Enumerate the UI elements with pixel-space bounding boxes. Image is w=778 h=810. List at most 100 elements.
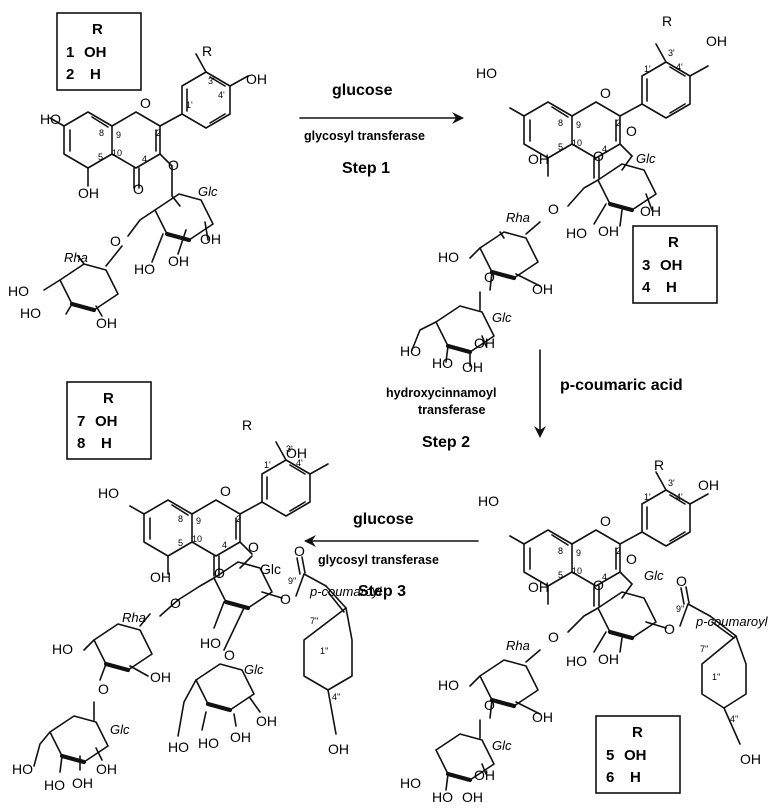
c5-ring-o: O [600,513,611,529]
c1-rha: Rha [64,250,88,265]
table-2-row2-id: 4 [642,279,651,296]
table-3-row2-id: 6 [606,769,614,786]
c7-glc-inner-ho1: HO [198,735,219,751]
c3-pos5: 5 [558,142,563,152]
c1-3-o: O [168,157,179,173]
c7-glc: Glc [260,561,281,577]
table-3-row1-r: OH [624,747,647,764]
c7-3-o: O [248,539,259,555]
c5-pos1pp: 1'' [712,672,721,682]
c7-rha: Rha [122,610,146,625]
c3-pos4: 4 [602,144,607,154]
table-3-row2-r: H [630,769,641,786]
c7-glc-inner-oh1: OH [256,713,277,729]
c3-ring-o: O [600,85,611,101]
c1-glc: Glc [198,184,218,199]
c1-pos10: 10 [112,148,122,158]
c1-rha-ho2: HO [20,305,41,321]
c1-7-ho: HO [40,111,61,127]
c1-glc-ho: HO [134,261,155,277]
c5-3-o: O [626,551,637,567]
c3-3-o: O [626,123,637,139]
c3-glc: Glc [636,151,656,166]
c1-rha-ho: HO [8,283,29,299]
c5-pos7pp: 7'' [700,644,709,654]
c3-r: R [662,13,672,29]
c1-glc-oh1: OH [200,231,221,247]
compound-5-6 [436,471,747,794]
c5-pos4pp: 4'' [730,714,739,724]
c1-ring-o: O [140,95,151,111]
c5-pos4: 4 [602,572,607,582]
table-2-header: R [668,234,679,251]
table-1-row2-id: 2 [66,66,74,83]
c5-coum-oh: OH [740,751,761,767]
c5-glc2: Glc [492,738,512,753]
step2-enzyme-line2: transferase [418,403,485,417]
c7-pos4: 4 [222,540,227,550]
c7-pos9: 9 [196,516,201,526]
c7-pos4pp: 4'' [332,692,341,702]
c3-carbonyl-o: O [593,148,604,164]
c1-r: R [202,43,212,59]
c5-glc-oh2: OH [598,651,619,667]
c7-rha-oh: OH [150,669,171,685]
c7-pos1pp: 1'' [320,646,329,656]
c1-pos2: 2 [156,128,161,138]
table-2-row1-id: 3 [642,257,650,274]
compound-3-4 [411,43,718,367]
c7-glc2-oh1: OH [96,761,117,777]
r-table-5-6 [595,715,681,794]
c3-rha-oh: OH [532,281,553,297]
c7-pos8: 8 [178,514,183,524]
c3-glc2-oh2: OH [462,359,483,375]
c7-ester-o: O [280,591,291,607]
c5-r: R [654,457,664,473]
c3-rha-o: O [484,269,495,285]
c7-pos3p: 3' [286,444,293,454]
c5-rha-o: O [484,697,495,713]
step1-reagent: glucose [332,82,393,99]
table-2-row2-r: H [666,279,677,296]
c5-ester-o: O [664,621,675,637]
c1-pos1p: 1' [186,100,193,110]
c3-pos8: 8 [558,118,563,128]
c7-carbonyl2-o: O [294,543,305,559]
c1-rha-oh: OH [96,315,117,331]
c5-carbonyl2-o: O [676,573,687,589]
c3-5-oh: OH [528,151,549,167]
c1-pos5: 5 [98,152,103,162]
c7-coumaroyl: p-coumaroyl [309,584,383,599]
c7-pos9pp: 9'' [288,576,297,586]
c3-glc2-ho2: HO [400,343,421,359]
step3-enzyme: glycosyl transferase [318,553,439,567]
step3-label: Step 3 [358,583,406,600]
c5-rha: Rha [506,638,530,653]
c3-pos2: 2 [616,118,621,128]
c3-pos9: 9 [576,120,581,130]
c5-pos4p: 4' [676,492,683,502]
c7-5-oh: OH [150,569,171,585]
c3-6-o: O [548,201,559,217]
c7-rha-o: O [98,681,109,697]
c3-glc2-ho1: HO [432,355,453,371]
c1-6-o: O [110,233,121,249]
c3-pos3p: 3' [668,48,675,58]
table-4-row1-r: OH [95,413,118,430]
c7-glc-ho: HO [200,635,221,651]
c7-glc2-ho2: HO [12,761,33,777]
c7-pos5: 5 [178,538,183,548]
c7-rha-ho: HO [52,641,73,657]
table-3-row1-id: 5 [606,747,614,764]
c7-coum-oh: OH [328,741,349,757]
c5-4p-oh: OH [698,477,719,493]
c1-5-oh: OH [78,185,99,201]
c5-glc-ho: HO [566,653,587,669]
c1-pos3p: 3' [208,76,215,86]
c1-pos9: 9 [116,130,121,140]
c5-glc2-ho2: HO [400,775,421,791]
c7-glc2: Glc [110,722,130,737]
table-2-row1-r: OH [660,257,683,274]
table-1-row1-r: OH [84,44,107,61]
